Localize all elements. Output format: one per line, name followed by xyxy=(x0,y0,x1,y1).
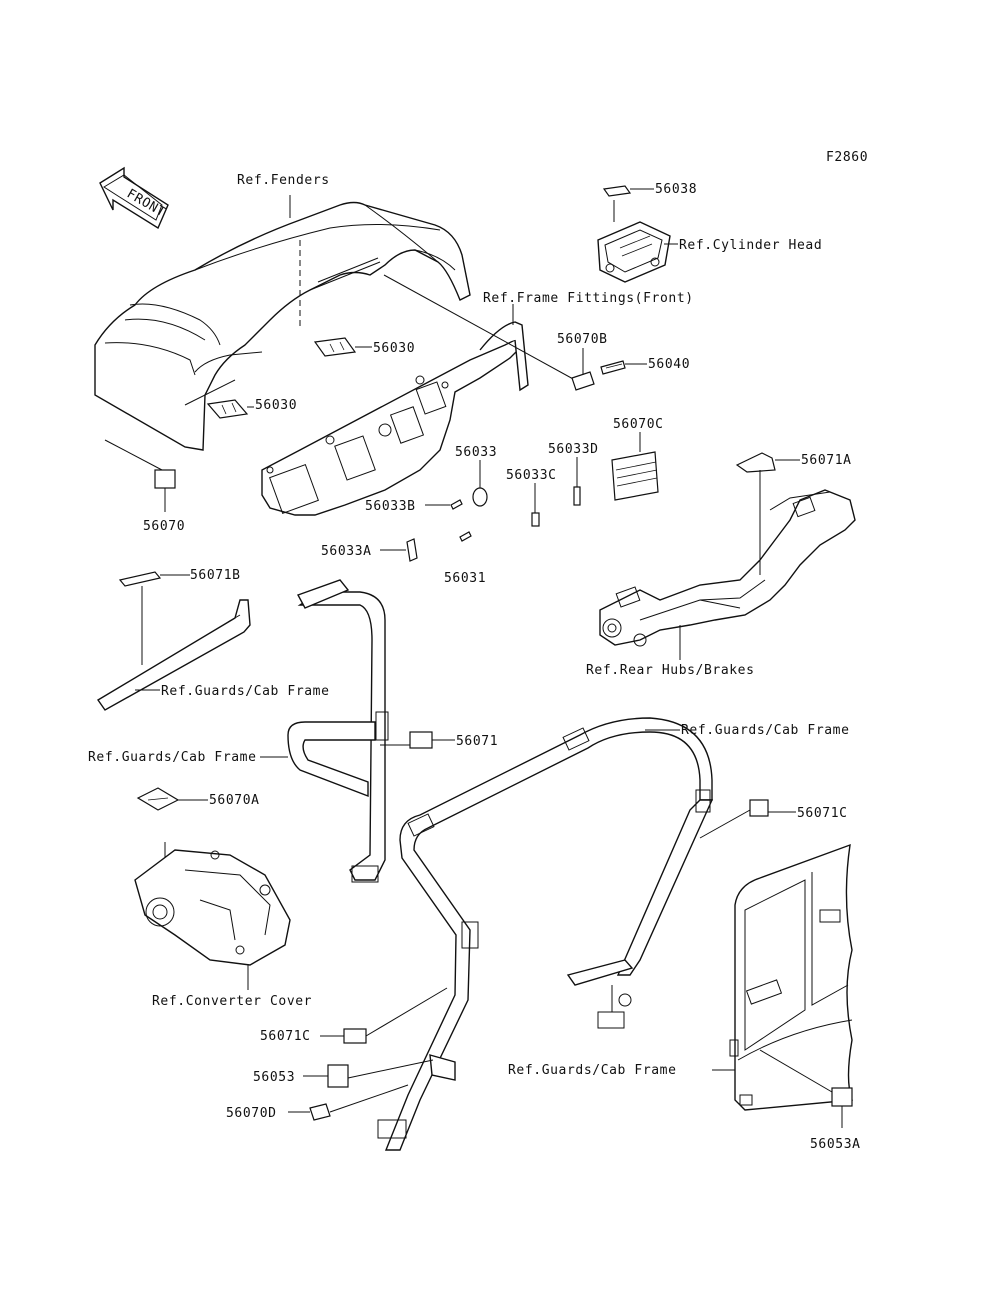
decal-56031 xyxy=(459,531,472,542)
ref-fenders-label: Ref.Fenders xyxy=(237,173,330,188)
ref-guards-cab-frame-2: Ref.Guards/Cab Frame xyxy=(88,750,257,765)
part-56070A: 56070A xyxy=(209,793,260,808)
decal-56053A xyxy=(831,1087,853,1107)
decal-56071A xyxy=(735,452,776,473)
left-cab-frame-drawing xyxy=(287,579,389,883)
roll-bar-drawing xyxy=(377,717,714,1151)
ref-rear-hubs-label: Ref.Rear Hubs/Brakes xyxy=(586,663,755,678)
guard-rod-drawing xyxy=(96,599,251,711)
part-56071C-right: 56071C xyxy=(797,806,848,821)
decal-56070B xyxy=(571,371,595,391)
ref-guards-cab-frame-3: Ref.Guards/Cab Frame xyxy=(681,723,850,738)
decal-56033 xyxy=(472,487,488,507)
decal-56070 xyxy=(154,469,176,489)
cylinder-head-drawing xyxy=(597,221,671,283)
decal-56071 xyxy=(409,731,433,749)
ref-guards-cab-frame-1: Ref.Guards/Cab Frame xyxy=(161,684,330,699)
decal-56071C-left xyxy=(343,1028,367,1044)
part-56071B: 56071B xyxy=(190,568,241,583)
fender-drawing xyxy=(94,201,471,451)
ref-frame-fittings-label: Ref.Frame Fittings(Front) xyxy=(483,291,694,306)
ref-cylinder-head-label: Ref.Cylinder Head xyxy=(679,238,822,253)
part-56033D: 56033D xyxy=(548,442,599,457)
decal-56033D xyxy=(573,486,581,506)
decal-56040 xyxy=(600,360,626,375)
decal-56053 xyxy=(327,1064,349,1088)
decal-56038 xyxy=(602,185,632,197)
part-56053A: 56053A xyxy=(810,1137,861,1152)
part-56033: 56033 xyxy=(455,445,497,460)
part-56030-lower: 56030 xyxy=(255,398,297,413)
part-56031: 56031 xyxy=(444,571,486,586)
part-56070: 56070 xyxy=(143,519,185,534)
decal-56030-lower xyxy=(206,399,249,419)
converter-cover-drawing xyxy=(134,849,291,966)
part-56071: 56071 xyxy=(456,734,498,749)
decal-56070C xyxy=(611,451,659,501)
part-56033A: 56033A xyxy=(321,544,372,559)
front-arrow-icon: FRONT xyxy=(99,166,169,230)
part-56070C: 56070C xyxy=(613,417,664,432)
rear-frame-drawing xyxy=(599,489,856,647)
decal-56030-upper xyxy=(313,337,357,357)
decal-56070D xyxy=(309,1103,331,1121)
decal-56033B xyxy=(450,499,463,510)
part-56033B: 56033B xyxy=(365,499,416,514)
decal-56033A xyxy=(406,538,418,562)
part-56030-upper: 56030 xyxy=(373,341,415,356)
door-panel-drawing xyxy=(729,843,853,1111)
part-56070D: 56070D xyxy=(226,1106,277,1121)
decal-56071C-right xyxy=(749,799,769,817)
ref-converter-cover-label: Ref.Converter Cover xyxy=(152,994,312,1009)
part-56071A: 56071A xyxy=(801,453,852,468)
figure-code: F2860 xyxy=(826,150,868,165)
part-56038: 56038 xyxy=(655,182,697,197)
part-56040: 56040 xyxy=(648,357,690,372)
part-56070B: 56070B xyxy=(557,332,608,347)
decal-56033C xyxy=(531,512,540,527)
part-56033C: 56033C xyxy=(506,468,557,483)
ref-guards-cab-frame-4: Ref.Guards/Cab Frame xyxy=(508,1063,677,1078)
decal-56071B xyxy=(118,571,162,587)
part-56053: 56053 xyxy=(253,1070,295,1085)
part-56071C-left: 56071C xyxy=(260,1029,311,1044)
frame-panel-drawing xyxy=(261,321,529,516)
